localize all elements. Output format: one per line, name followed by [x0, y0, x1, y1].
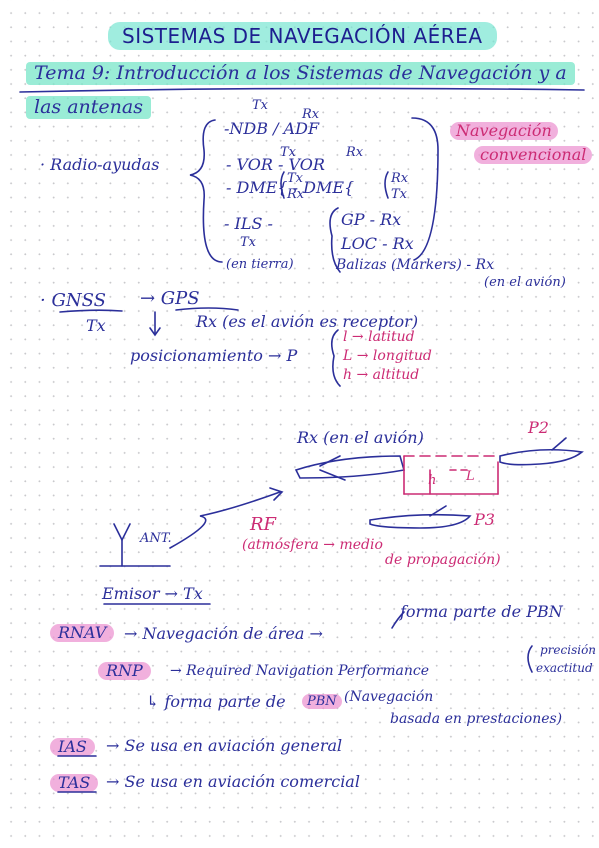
- tas-text: → Se usa en aviación comercial: [106, 772, 360, 791]
- gnss-tx: Tx: [86, 316, 106, 335]
- dme-line: - DME{ - DME{: [226, 178, 355, 197]
- vor-tx: Tx: [280, 145, 297, 160]
- plane-p3: [369, 513, 472, 529]
- altitud: h → altitud: [343, 367, 420, 383]
- ias-text: → Se usa en aviación general: [106, 736, 343, 755]
- rnav-label: RNAV: [50, 624, 115, 642]
- pbn-label: PBN: [302, 694, 342, 709]
- rf-arrow: [169, 491, 281, 549]
- p3-label: P3: [474, 510, 495, 529]
- propagacion-label: de propagación): [385, 552, 501, 568]
- vor-rx: Rx: [346, 145, 364, 160]
- longitud: L → longitud: [343, 348, 432, 364]
- plane-receiver: [294, 455, 406, 479]
- ils-tx: Tx: [240, 235, 257, 250]
- latitud: l → latitud: [343, 329, 415, 345]
- ils-gp: GP - Rx: [341, 210, 402, 229]
- rnp-precision: precisión: [540, 643, 597, 657]
- rf-label: RF: [250, 514, 277, 535]
- rnav-text: → Navegación de área →: [124, 624, 323, 643]
- plane-p2: [499, 448, 584, 466]
- gps-label: → GPS: [140, 288, 200, 309]
- posicionamiento: posicionamiento → P: [130, 346, 298, 365]
- dme-rx: Rx: [287, 187, 305, 202]
- radio-ayudas-label: · Radio-ayudas: [40, 155, 160, 174]
- ndb-adf: -NDB / ADF: [224, 119, 320, 138]
- dme-tx2: Tx: [391, 187, 408, 202]
- rnp-exactitud: exactitud: [536, 661, 593, 675]
- radio-left-brace: [189, 119, 223, 263]
- conv-label-line1: Navegación: [450, 122, 558, 140]
- ndb-tx: Tx: [252, 98, 269, 113]
- rnp-sub: ↳ forma parte de: [146, 692, 286, 711]
- ndb-rx: Rx: [302, 107, 320, 122]
- ils-tierra: (en tierra): [226, 257, 294, 272]
- rnp-text: → Required Navigation Performance: [170, 663, 429, 679]
- ils-loc: LOC - Rx: [341, 234, 414, 253]
- radio-right-bracket: [411, 117, 439, 261]
- l-label: L: [466, 469, 475, 484]
- ias-label: IAS: [50, 738, 95, 756]
- dme-rx2: Rx: [391, 171, 409, 186]
- page-title: SISTEMAS DE NAVEGACIÓN AÉREA: [108, 22, 497, 50]
- conv-label-line2: convencional: [474, 146, 593, 164]
- tas-label: TAS: [50, 774, 99, 792]
- gps-rx: Rx (es el avión es receptor): [196, 312, 419, 331]
- rnp-label: RNP: [98, 662, 151, 680]
- en-el-avion: (en el avión): [484, 275, 566, 290]
- h-label: h: [428, 473, 437, 488]
- emisor-label: Emisor → Tx: [102, 584, 203, 603]
- antenna-icon: [113, 523, 131, 542]
- p2-label: P2: [528, 418, 549, 437]
- ils-line: - ILS -: [224, 214, 273, 233]
- tema-heading-line2: las antenas: [26, 96, 151, 119]
- rx-en-avion: Rx (en el avión): [297, 428, 424, 447]
- ils-brace: [329, 207, 341, 273]
- pbn-text2: basada en prestaciones): [390, 711, 563, 727]
- pbn-text1: (Navegación: [344, 689, 434, 705]
- gnss-label: · GNSS: [40, 290, 106, 311]
- rnav-pbn: forma parte de PBN: [400, 602, 563, 621]
- ils-balizas: Balizas (Markers) - Rx: [336, 257, 494, 273]
- ant-label: ANT.: [140, 531, 172, 546]
- dme-tx: Tx: [287, 171, 304, 186]
- tema-underline: [19, 87, 585, 93]
- vor-line: - VOR - VOR: [226, 155, 325, 174]
- atmosfera-label: (atmósfera → medio: [242, 537, 383, 553]
- tema-heading-line1: Tema 9: Introducción a los Sistemas de N…: [26, 62, 575, 85]
